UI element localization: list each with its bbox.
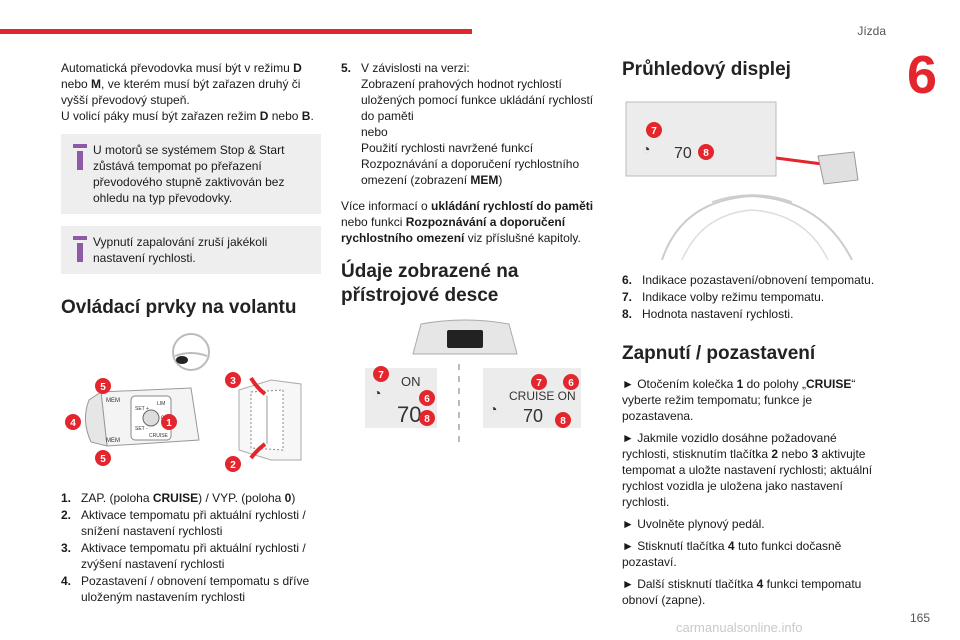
head-up-display-diagram: ◔ 70 7 8 [625, 101, 859, 260]
pointer-line [775, 156, 823, 166]
svg-text:5: 5 [100, 382, 106, 393]
callout-badge-8: 8 [698, 144, 714, 160]
activation-steps: ► Otočením kolečka 1 do polohy „CRUISE“ … [622, 376, 880, 608]
callout-badge-3: 3 [225, 372, 241, 388]
set-speed-text: 70 [397, 402, 421, 427]
steering-wheel-icon [172, 333, 210, 371]
section-heading-activation: Zapnutí / pozastavení [622, 343, 816, 364]
list-item: 1.ZAP. (poloha CRUISE) / VYP. (poloha 0) [61, 491, 296, 505]
header-accent-bar [0, 29, 472, 34]
list-item: 4.Pozastavení / obnovení tempomatu s dří… [61, 574, 310, 604]
hud-set-speed-text: 70 [674, 145, 692, 162]
callout-badge-8: 8 [419, 410, 435, 426]
callout-badge-1: 1 [161, 414, 177, 430]
svg-text:3: 3 [230, 376, 236, 387]
callout-badge-2: 2 [225, 456, 241, 472]
step-paragraph: ► Uvolněte plynový pedál. [622, 517, 765, 531]
list-item: 2.Aktivace tempomatu při aktuální rychlo… [61, 508, 306, 538]
callout-badge-6: 6 [563, 374, 579, 390]
svg-text:7: 7 [651, 126, 657, 137]
callout-badge-6: 6 [419, 390, 435, 406]
item-5-list: 5.V závislosti na verzi:Zobrazení prahov… [341, 60, 603, 188]
callout-badge-7: 7 [531, 374, 547, 390]
svg-text:7: 7 [536, 378, 542, 389]
step-paragraph: ► Stisknutí tlačítka 4 tuto funkci dočas… [622, 539, 842, 569]
svg-text:6: 6 [424, 394, 430, 405]
callout-badge-5-top: 5 [95, 378, 111, 394]
hud-screen: ◔ 70 [625, 101, 777, 177]
page-number: 165 [909, 611, 930, 625]
step-paragraph: ► Další stisknutí tlačítka 4 funkci temp… [622, 577, 862, 607]
wheel-button-illustration [238, 376, 302, 461]
svg-text:1: 1 [166, 418, 172, 429]
hud-legend-list: 6.Indikace pozastavení/obnovení tempomat… [622, 272, 880, 322]
middle-column: 5.V závislosti na verzi:Zobrazení prahov… [341, 60, 603, 448]
cruise-stalk-illustration: MEM MEM SET + SET - CRUISE LIM 0 [85, 387, 200, 447]
set-minus-label: SET - [135, 426, 148, 432]
info-icon [73, 236, 87, 262]
step-paragraph: ► Otočením kolečka 1 do polohy „CRUISE“ … [622, 377, 856, 423]
info-icon [73, 144, 87, 170]
svg-text:8: 8 [424, 414, 430, 425]
left-column: Automatická převodovka musí být v režimu… [61, 60, 321, 606]
section-heading-steering-controls: Ovládací prvky na volantu [61, 297, 297, 318]
svg-text:4: 4 [70, 418, 76, 429]
section-heading-dashboard: Údaje zobrazené na přístrojové desce [341, 261, 519, 306]
steering-controls-diagram: MEM MEM SET + SET - CRUISE LIM 0 5 4 5 1… [65, 333, 302, 472]
right-column: Průhledový displej ◔ 70 7 8 6.Indikace p… [622, 56, 880, 614]
list-item: 3.Aktivace tempomatu při aktuální rychlo… [61, 541, 306, 571]
note-text: Vypnutí zapalování zruší jakékoli nastav… [93, 235, 268, 265]
svg-text:6: 6 [568, 378, 574, 389]
list-item: 7.Indikace volby režimu tempomatu. [622, 290, 825, 304]
hud-projector-icon [817, 151, 859, 185]
svg-text:8: 8 [560, 416, 566, 427]
info-note-stop-start: U motorů se systémem Stop & Start zůstáv… [61, 134, 321, 214]
instrument-panel-diagram: ◔ ON 70 ◔ CRUISE ON 70 7 6 8 7 6 8 [365, 319, 581, 446]
list-item: 8.Hodnota nastavení rychlosti. [622, 307, 794, 321]
section-heading-hud: Průhledový displej [622, 59, 791, 80]
status-on-text: ON [401, 374, 421, 389]
svg-text:8: 8 [703, 148, 709, 159]
lim-label: LIM [157, 401, 165, 407]
gearbox-paragraph: Automatická převodovka musí být v režimu… [61, 61, 314, 123]
more-info-paragraph: Více informací o ukládání rychlostí do p… [341, 199, 594, 245]
chapter-number: 6 [906, 45, 938, 105]
svg-text:7: 7 [378, 370, 384, 381]
list-item: 5.V závislosti na verzi:Zobrazení prahov… [341, 61, 594, 187]
speedometer-icon: ◔ [489, 401, 497, 417]
section-name: Jízda [857, 24, 886, 38]
set-plus-label: SET + [135, 406, 149, 412]
mem-label: MEM [106, 438, 120, 444]
svg-text:5: 5 [100, 454, 106, 465]
steering-wheel-outline [661, 194, 853, 260]
callout-badge-4: 4 [65, 414, 81, 430]
callout-badge-7: 7 [373, 366, 389, 382]
instrument-cluster-icon [412, 319, 518, 355]
controls-list: 1.ZAP. (poloha CRUISE) / VYP. (poloha 0)… [61, 490, 321, 605]
info-note-ignition: Vypnutí zapalování zruší jakékoli nastav… [61, 226, 321, 274]
watermark-text: carmanualsonline.info [676, 620, 803, 635]
status-cruise-on-text: CRUISE ON [509, 389, 576, 403]
cruise-label: CRUISE [149, 433, 169, 439]
speedometer-icon: ◔ [373, 385, 381, 401]
list-item: 6.Indikace pozastavení/obnovení tempomat… [622, 273, 875, 287]
note-text: U motorů se systémem Stop & Start zůstáv… [93, 143, 285, 205]
callout-badge-8: 8 [555, 412, 571, 428]
callout-badge-5-bottom: 5 [95, 450, 111, 466]
step-paragraph: ► Jakmile vozidlo dosáhne požadované ryc… [622, 431, 873, 509]
set-speed-text: 70 [523, 406, 543, 426]
mem-label: MEM [106, 398, 120, 404]
svg-text:2: 2 [230, 460, 236, 471]
callout-badge-7: 7 [646, 122, 662, 138]
speedometer-icon: ◔ [642, 141, 650, 157]
